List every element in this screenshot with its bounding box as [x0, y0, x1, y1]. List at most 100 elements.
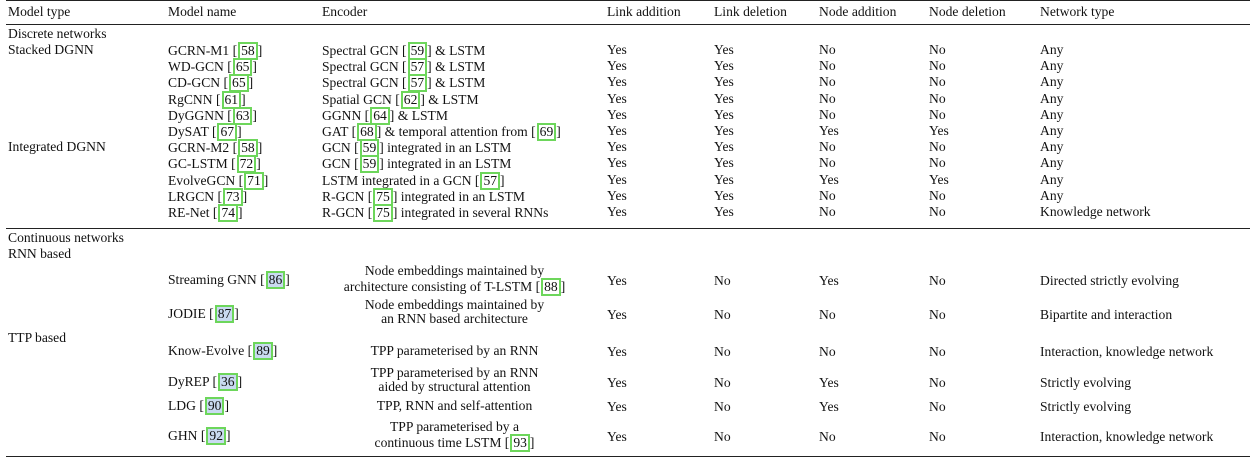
node-addition: No [819, 58, 836, 74]
header-model-type: Model type [8, 4, 71, 19]
link-deletion: No [714, 344, 731, 359]
network-type: Strictly evolving [1040, 399, 1131, 414]
header-link-deletion: Link deletion [714, 4, 787, 19]
network-type: Any [1040, 42, 1064, 57]
encoder-line: Node embeddings maintained by [364, 297, 545, 312]
encoder-line: aided by structural attention [378, 379, 531, 394]
encoder: Spectral GCN [59] & LSTM [322, 42, 486, 60]
node-deletion: Yes [929, 123, 949, 138]
node-deletion: No [929, 90, 946, 106]
model-name: LDG [90] [168, 397, 229, 415]
model-name: LRGCN [73] [168, 187, 248, 206]
header-model-name: Model name [168, 4, 237, 19]
model-name: EvolveGCN [71] [168, 171, 269, 190]
link-addition: Yes [607, 123, 627, 138]
node-deletion: No [929, 204, 946, 219]
network-type: Any [1040, 155, 1064, 171]
network-type: Interaction, knowledge network [1040, 344, 1214, 359]
link-deletion: Yes [714, 171, 734, 187]
network-type: Any [1040, 90, 1064, 106]
node-addition: Yes [819, 171, 839, 187]
link-deletion: No [714, 429, 731, 444]
header-link-addition: Link addition [607, 4, 681, 19]
citation-link: 75 [373, 204, 393, 222]
node-addition: Yes [819, 375, 839, 390]
node-deletion: Yes [929, 171, 949, 187]
citation-link: 88 [541, 278, 561, 296]
node-addition: Yes [819, 399, 839, 414]
link-addition: Yes [607, 90, 627, 106]
network-type: Any [1040, 106, 1064, 122]
node-addition: Yes [819, 273, 839, 288]
node-deletion: No [929, 106, 946, 122]
link-addition: Yes [607, 429, 627, 444]
node-addition: No [819, 187, 836, 203]
node-deletion: No [929, 139, 946, 155]
citation-link: 86 [265, 271, 286, 289]
header-encoder: Encoder [322, 4, 368, 19]
link-deletion: No [714, 375, 731, 390]
citation-link: 36 [217, 373, 238, 391]
link-addition: Yes [607, 344, 627, 359]
link-deletion: Yes [714, 74, 734, 90]
encoder: GGNN [64] & LSTM [322, 106, 448, 125]
citation-link: 87 [214, 305, 235, 323]
link-addition: Yes [607, 171, 627, 187]
model-name: GHN [92] [168, 427, 231, 445]
link-addition: Yes [607, 42, 627, 57]
node-addition: Yes [819, 123, 839, 138]
link-deletion: Yes [714, 187, 734, 203]
node-addition: No [819, 74, 836, 90]
citation-link: 64 [370, 106, 390, 125]
model-name: DyGGNN [63] [168, 106, 257, 125]
network-type: Any [1040, 58, 1064, 74]
encoder-line: TPP parameterised by an RNN [370, 365, 539, 380]
citation-link: 90 [204, 397, 225, 415]
network-type: Any [1040, 171, 1064, 187]
network-type: Any [1040, 123, 1064, 138]
header-rule [6, 24, 1250, 25]
node-deletion: No [929, 155, 946, 171]
link-deletion: Yes [714, 90, 734, 106]
encoder: LSTM integrated in a GCN [57] [322, 171, 505, 190]
citation-link: 89 [253, 342, 273, 360]
link-addition: Yes [607, 375, 627, 390]
node-deletion: No [929, 42, 946, 57]
model-name: GCRN-M1 [58] [168, 42, 263, 60]
link-deletion: No [714, 307, 731, 322]
link-addition: Yes [607, 187, 627, 203]
model-name: Know-Evolve [89] [168, 342, 278, 360]
header-node-addition: Node addition [819, 4, 897, 19]
network-type: Bipartite and interaction [1040, 307, 1173, 322]
node-addition: No [819, 155, 836, 171]
link-addition: Yes [607, 74, 627, 90]
section-label: RNN based [8, 246, 72, 261]
node-deletion: No [929, 273, 946, 288]
citation-link: 69 [536, 123, 557, 141]
encoder: R-GCN [75] integrated in several RNNs [322, 204, 549, 222]
link-deletion: No [714, 399, 731, 414]
encoder-line: an RNN based architecture [381, 311, 528, 326]
model-name: RE-Net [74] [168, 204, 243, 222]
network-type: Any [1040, 139, 1064, 155]
link-addition: Yes [607, 307, 627, 322]
citation-link: 71 [244, 171, 264, 190]
node-deletion: No [929, 429, 946, 444]
encoder: TPP, RNN and self-attention [322, 399, 587, 413]
link-deletion: Yes [714, 123, 734, 138]
citation-link: 74 [218, 204, 239, 222]
node-deletion: No [929, 187, 946, 203]
model-name: CD-GCN [65] [168, 74, 254, 93]
section-label: Continuous networks [8, 230, 124, 245]
section-label: Integrated DGNN [8, 139, 106, 155]
top-rule [6, 0, 1250, 1]
node-deletion: No [929, 344, 946, 359]
link-addition: Yes [607, 106, 627, 122]
network-type: Knowledge network [1040, 204, 1151, 219]
network-type: Any [1040, 74, 1064, 90]
link-addition: Yes [607, 139, 627, 155]
